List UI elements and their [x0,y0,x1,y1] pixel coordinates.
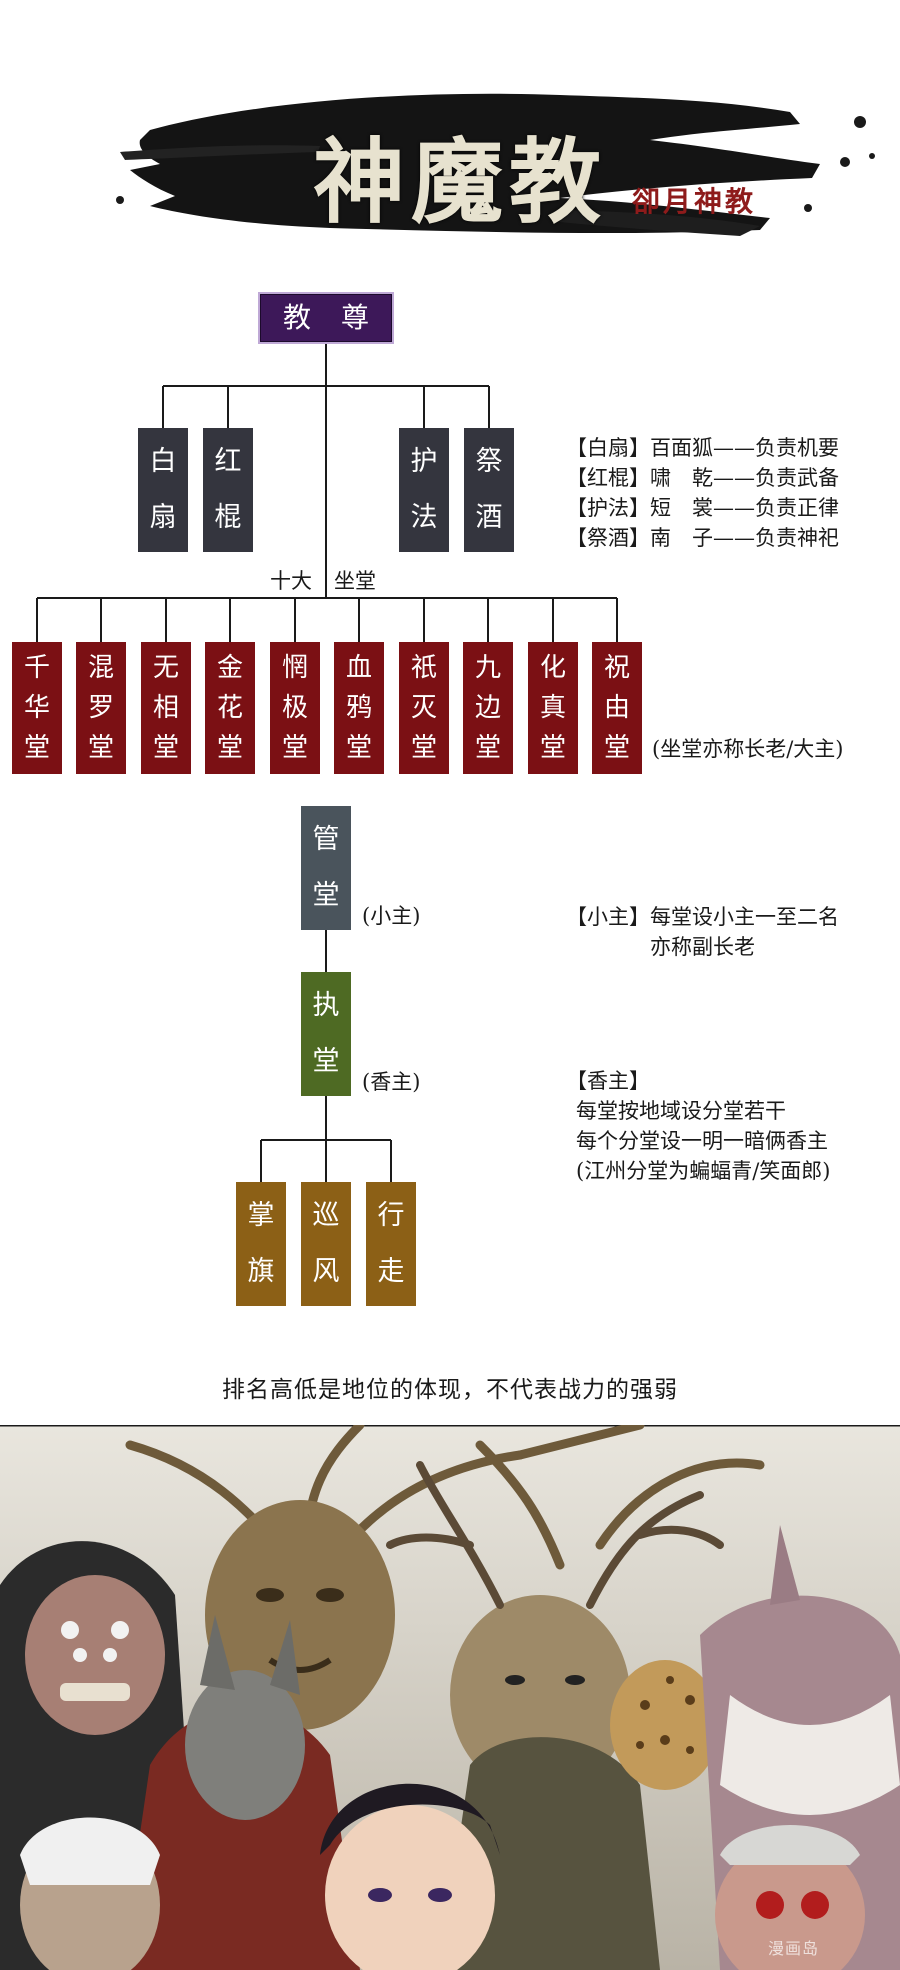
hall-char: 混 [87,652,114,683]
elder-char: 扇 [149,502,177,534]
field-box-xunfeng: 巡 风 [301,1182,351,1306]
hall-char: 血 [345,652,372,683]
elder-note-3: 【护法】短 裳——负责正律 [566,496,839,520]
hall-char: 化 [539,652,566,683]
hall-char: 千 [23,652,50,683]
zhitang-char: 执 [312,990,340,1022]
guantang-label: (小主) [362,904,421,928]
hall-char: 九 [474,652,501,683]
hall-char: 祇 [410,652,437,683]
guantang-char: 堂 [312,880,340,912]
xiangzhu-note-3: 每个分堂设一明一暗俩香主 [576,1129,828,1153]
elder-char: 护 [410,446,438,478]
elder-char: 祭 [475,446,503,478]
hall-char: 极 [281,692,308,723]
elder-box-baishan: 白 扇 [138,428,188,552]
hall-box-huazhen: 化 真 堂 [528,642,578,774]
sect-title: 神魔教 [312,128,607,236]
hall-char: 真 [539,692,566,723]
hall-char: 堂 [345,732,372,763]
hall-char: 堂 [603,732,630,763]
field-char: 走 [377,1256,405,1288]
xiangzhu-note-1: 【香主】 [566,1069,650,1093]
elder-note-1: 【白扇】百面狐——负责机要 [566,436,839,460]
elder-box-honggun: 红 棍 [203,428,253,552]
root-char-1: 教 [282,300,311,334]
hall-char: 华 [23,692,50,723]
elder-box-hufa: 护 法 [399,428,449,552]
xiangzhu-note-4: (江州分堂为蝙蝠青/笑面郎) [576,1159,831,1183]
elder-char: 法 [410,502,438,534]
watermark: 漫画岛 [768,1939,820,1958]
hall-char: 堂 [216,732,243,763]
hall-char: 罗 [87,692,114,723]
hall-char: 花 [216,692,243,723]
hall-char: 金 [216,652,243,683]
field-box-xingzou: 行 走 [366,1182,416,1306]
halls-label-right: 坐堂 [334,569,376,593]
field-char: 旗 [247,1256,275,1288]
elder-char: 棍 [214,502,242,534]
hall-char: 祝 [603,652,630,683]
guantang-box: 管 堂 [301,806,351,930]
hall-char: 灭 [410,692,437,723]
hall-char: 堂 [23,732,50,763]
hall-char: 相 [152,692,179,723]
hall-box-jiubian: 九 边 堂 [463,642,513,774]
hall-char: 堂 [539,732,566,763]
ink-brush-banner [116,93,875,236]
zhitang-box: 执 堂 [301,972,351,1096]
zhitang-char: 堂 [312,1046,340,1078]
xiaozhu-note-2: 亦称副长老 [566,935,755,959]
halls-note: (坐堂亦称长老/大主) [652,737,844,761]
hall-char: 堂 [281,732,308,763]
hall-box-zhuyou: 祝 由 堂 [592,642,642,774]
elder-note-2: 【红棍】啸 乾——负责武备 [566,466,839,490]
hall-char: 堂 [152,732,179,763]
xiangzhu-note-2: 每堂按地域设分堂若干 [576,1099,786,1123]
hall-box-hunluo: 混 罗 堂 [76,642,126,774]
hall-char: 堂 [87,732,114,763]
elder-note-4: 【祭酒】南 子——负责神祀 [566,526,839,550]
hall-box-jinhua: 金 花 堂 [205,642,255,774]
hall-box-wangji: 惘 极 堂 [270,642,320,774]
elder-char: 酒 [475,502,503,534]
hall-char: 由 [603,692,630,723]
hall-char: 惘 [281,652,308,683]
elder-char: 红 [214,446,242,478]
hall-char: 堂 [410,732,437,763]
field-char: 巡 [312,1200,340,1232]
elder-box-jijiu: 祭 酒 [464,428,514,552]
hall-char: 鸦 [345,692,372,723]
hall-box-xueya: 血 鸦 堂 [334,642,384,774]
hall-char: 堂 [474,732,501,763]
field-char: 行 [377,1200,405,1232]
elder-char: 白 [149,446,177,478]
hall-box-wuxiang: 无 相 堂 [141,642,191,774]
ranking-caption: 排名高低是地位的体现，不代表战力的强弱 [222,1377,678,1403]
guantang-char: 管 [312,824,340,856]
zhitang-label: (香主) [362,1070,421,1094]
hall-box-qimie: 祇 灭 堂 [399,642,449,774]
root-box-jiaozun: 教 尊 [258,292,394,344]
halls-label-left: 十大 [270,569,312,593]
hall-char: 无 [152,652,179,683]
xiaozhu-note-1: 【小主】每堂设小主一至二名 [566,905,839,929]
field-char: 风 [312,1256,340,1288]
field-box-zhangqi: 掌 旗 [236,1182,286,1306]
hall-char: 边 [474,692,501,723]
sect-subtitle: 卻月神教 [632,185,757,218]
root-char-2: 尊 [341,300,370,334]
field-char: 掌 [247,1200,275,1232]
character-group-illustration [0,1425,900,1970]
hall-box-qianhua: 千 华 堂 [12,642,62,774]
